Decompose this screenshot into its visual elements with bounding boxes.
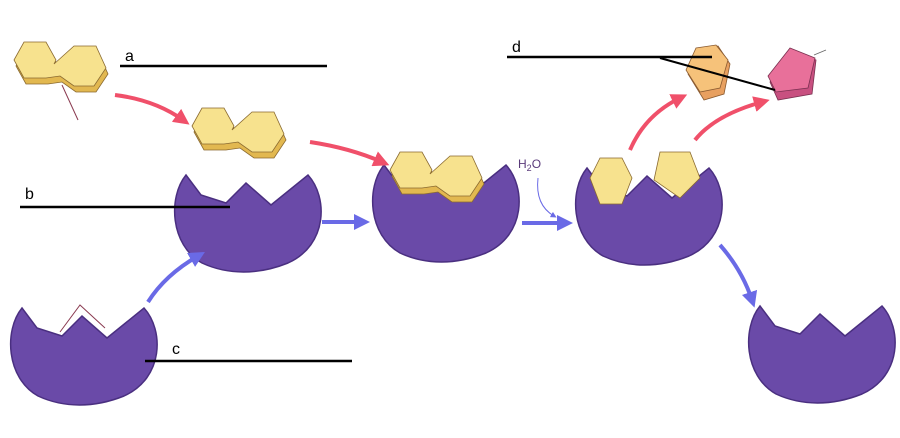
label-d: d [512,39,521,56]
enzyme-c [9,304,158,406]
enzyme-product-complex [574,151,723,266]
red-arrow-4 [693,96,770,142]
product-hexagon [685,44,731,101]
substrate-approaching [191,107,287,159]
label-c: c [172,341,180,358]
enzyme-released [747,305,896,404]
red-arrow-1 [114,93,190,125]
water-label: H2O [518,157,541,173]
label-a: a [125,48,134,65]
water-arrow [537,177,557,218]
red-arrow-2 [309,140,390,167]
blue-arrow-1 [146,252,205,304]
substrate-free [13,41,109,121]
red-arrow-3 [628,94,688,151]
label-line-d-pointer [659,57,776,91]
label-b: b [25,186,34,203]
enzyme-substrate-complex [371,151,520,263]
product-pentagon [767,47,827,101]
blue-arrow-4 [718,243,758,308]
